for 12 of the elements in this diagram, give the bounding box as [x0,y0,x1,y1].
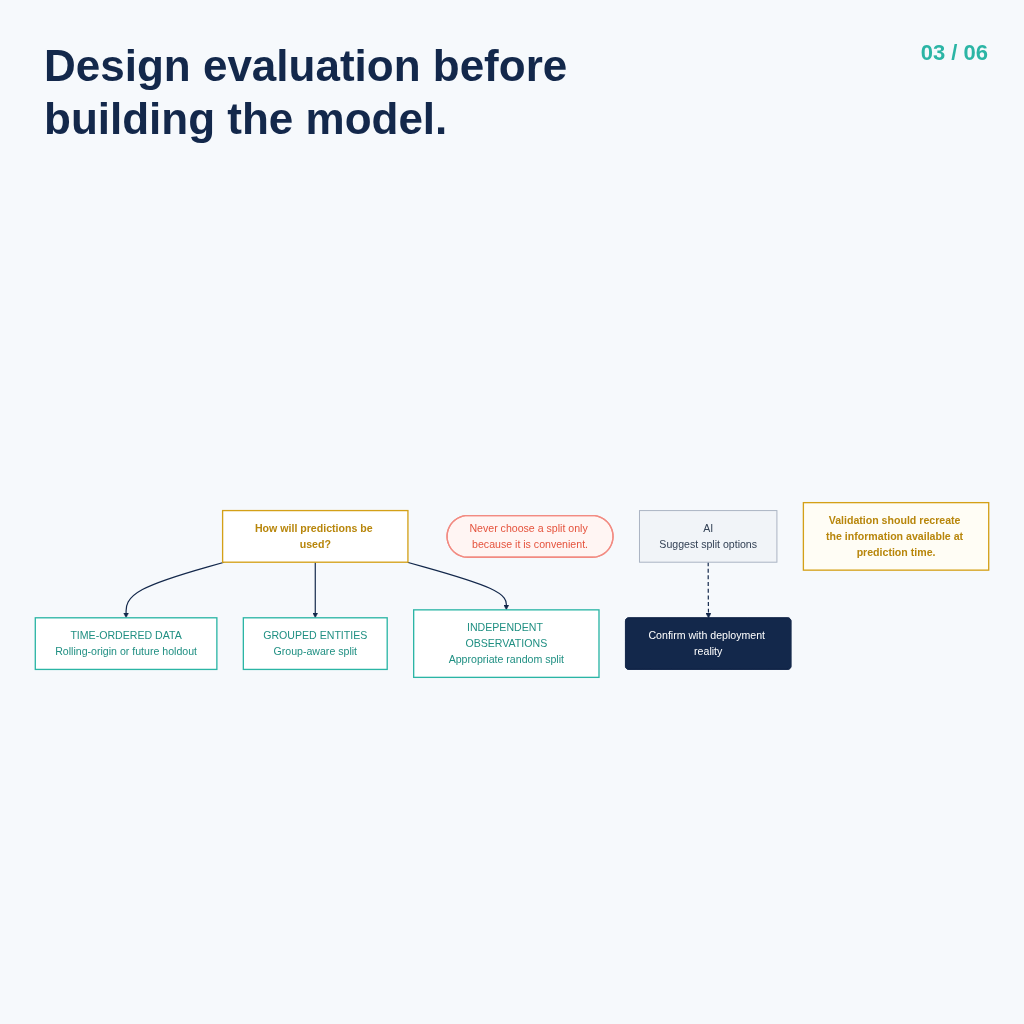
node-box: Validation should recreate the information available at prediction time. [802,501,990,571]
arrow [705,561,712,619]
node-box: GROUPED ENTITIES Group-aware split [242,617,388,671]
node-box: TIME-ORDERED DATA Rolling-origin or future holdout [34,617,218,671]
arrow [406,561,510,611]
node-box: AI Suggest split options [639,510,778,563]
page-number: 03 / 06 [920,40,988,65]
node-box: How will predictions be used? [221,509,409,563]
node-box: INDEPENDENT OBSERVATIONS Appropriate random split [413,609,600,678]
arrow [123,561,225,619]
arrow [312,561,319,619]
title: Design evaluation before building the model. [44,40,569,145]
